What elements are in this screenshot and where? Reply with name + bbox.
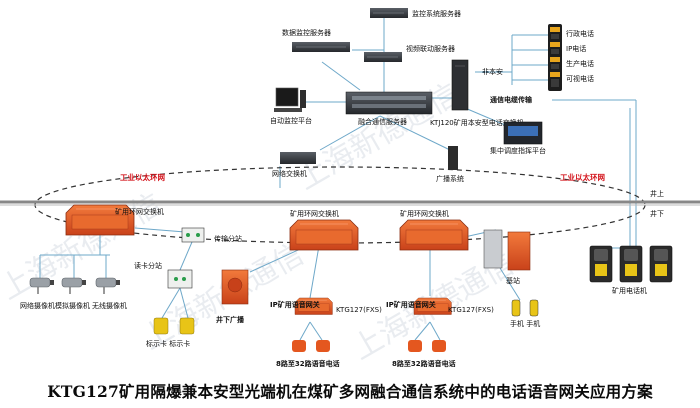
phone-video: 可视电话 xyxy=(548,69,594,91)
diagram-caption: KTG127矿用隔爆兼本安型光端机在煤矿多网融合通信系统中的电话语音网关应用方案 xyxy=(47,382,653,401)
svg-text:自动监控平台: 自动监控平台 xyxy=(270,116,312,125)
svg-text:监控系统服务器: 监控系统服务器 xyxy=(412,9,461,18)
label-non-safe: 非本安 xyxy=(482,67,503,76)
svg-text:8路至32路语音电话: 8路至32路语音电话 xyxy=(276,359,340,368)
svg-text:传输分站: 传输分站 xyxy=(214,234,242,243)
phone-prod: 生产电话 xyxy=(548,54,594,76)
underground-broadcast: 井下广播 xyxy=(216,269,249,324)
base-station: 基站 xyxy=(483,229,531,285)
reader-station: 读卡分站 xyxy=(134,261,193,289)
camera-wireless: 无线摄像机 xyxy=(92,277,127,310)
svg-text:IP矿用语音网关: IP矿用语音网关 xyxy=(386,300,436,309)
transmit-station: 传输分站 xyxy=(181,227,242,243)
phone-ip: IP电话 xyxy=(548,39,586,61)
svg-text:矿用环网交换机: 矿用环网交换机 xyxy=(115,207,164,216)
voice-phones-2: 8路至32路语音电话 xyxy=(392,340,456,368)
video-server: 视频联动服务器 xyxy=(364,44,455,62)
ring-switch-2: 矿用环网交换机 xyxy=(289,209,359,251)
ring-switch-1: 矿用环网交换机 xyxy=(65,204,164,236)
converge-server: 融合通信服务器 xyxy=(345,91,433,126)
label-cable: 通信电缆传输 xyxy=(490,95,533,104)
svg-text:网络摄像机: 网络摄像机 xyxy=(20,301,55,310)
svg-text:手机 手机: 手机 手机 xyxy=(510,319,540,328)
svg-text:IP电话: IP电话 xyxy=(566,44,586,53)
svg-text:矿用环网交换机: 矿用环网交换机 xyxy=(290,209,339,218)
label-ring-left: 工业以太环网 xyxy=(120,172,165,182)
handsets: 手机 手机 xyxy=(510,299,540,328)
camera-analog: 模拟摄像机 xyxy=(55,277,90,310)
svg-text:网络交换机: 网络交换机 xyxy=(272,169,307,178)
svg-text:可视电话: 可视电话 xyxy=(566,74,594,83)
svg-text:基站: 基站 xyxy=(506,276,520,285)
dispatch-console: 集中调度指挥平台 xyxy=(490,121,546,155)
ktj-switch: KTJ120矿用本安型电话交换机 xyxy=(430,59,524,127)
monitor-server: 监控系统服务器 xyxy=(370,8,461,18)
label-above: 井上 xyxy=(650,189,664,198)
svg-text:集中调度指挥平台: 集中调度指挥平台 xyxy=(490,146,546,155)
svg-text:矿用电话机: 矿用电话机 xyxy=(612,286,647,295)
svg-text:行政电话: 行政电话 xyxy=(566,29,594,38)
svg-text:井下广播: 井下广播 xyxy=(216,315,245,324)
phone-admin: 行政电话 xyxy=(548,24,594,46)
svg-text:视频联动服务器: 视频联动服务器 xyxy=(406,44,455,53)
svg-text:模拟摄像机: 模拟摄像机 xyxy=(55,301,90,310)
mine-phones: 矿用电话机 xyxy=(589,245,673,295)
svg-text:KTJ120矿用本安型电话交换机: KTJ120矿用本安型电话交换机 xyxy=(430,118,524,127)
ip-gateway-1: IP矿用语音网关 KTG127(FXS) xyxy=(270,297,382,315)
svg-text:生产电话: 生产电话 xyxy=(566,59,594,68)
svg-text:数据监控服务器: 数据监控服务器 xyxy=(282,28,331,37)
svg-text:KTG127(FXS): KTG127(FXS) xyxy=(448,306,494,314)
svg-text:8路至32路语音电话: 8路至32路语音电话 xyxy=(392,359,456,368)
camera-network: 网络摄像机 xyxy=(20,277,55,310)
broadcast-system: 广播系统 xyxy=(436,146,464,183)
svg-text:广播系统: 广播系统 xyxy=(436,174,464,183)
svg-text:标示卡 标示卡: 标示卡 标示卡 xyxy=(146,339,190,348)
ring-switch-3: 矿用环网交换机 xyxy=(399,209,469,251)
label-below: 井下 xyxy=(650,209,664,218)
svg-text:无线摄像机: 无线摄像机 xyxy=(92,301,127,310)
auto-monitor-pc: 自动监控平台 xyxy=(270,87,312,125)
net-switch: 网络交换机 xyxy=(272,152,316,178)
voice-phones-1: 8路至32路语音电话 xyxy=(276,340,340,368)
svg-text:KTG127(FXS): KTG127(FXS) xyxy=(336,306,382,314)
svg-text:融合通信服务器: 融合通信服务器 xyxy=(358,117,407,126)
svg-text:矿用环网交换机: 矿用环网交换机 xyxy=(400,209,449,218)
id-tags: 标示卡 标示卡 xyxy=(146,317,195,348)
label-ring-right: 工业以太环网 xyxy=(560,172,605,182)
data-server: 数据监控服务器 xyxy=(282,28,350,52)
svg-text:IP矿用语音网关: IP矿用语音网关 xyxy=(270,300,320,309)
svg-text:读卡分站: 读卡分站 xyxy=(134,261,162,270)
ip-gateway-2: IP矿用语音网关 KTG127(FXS) xyxy=(386,297,494,315)
